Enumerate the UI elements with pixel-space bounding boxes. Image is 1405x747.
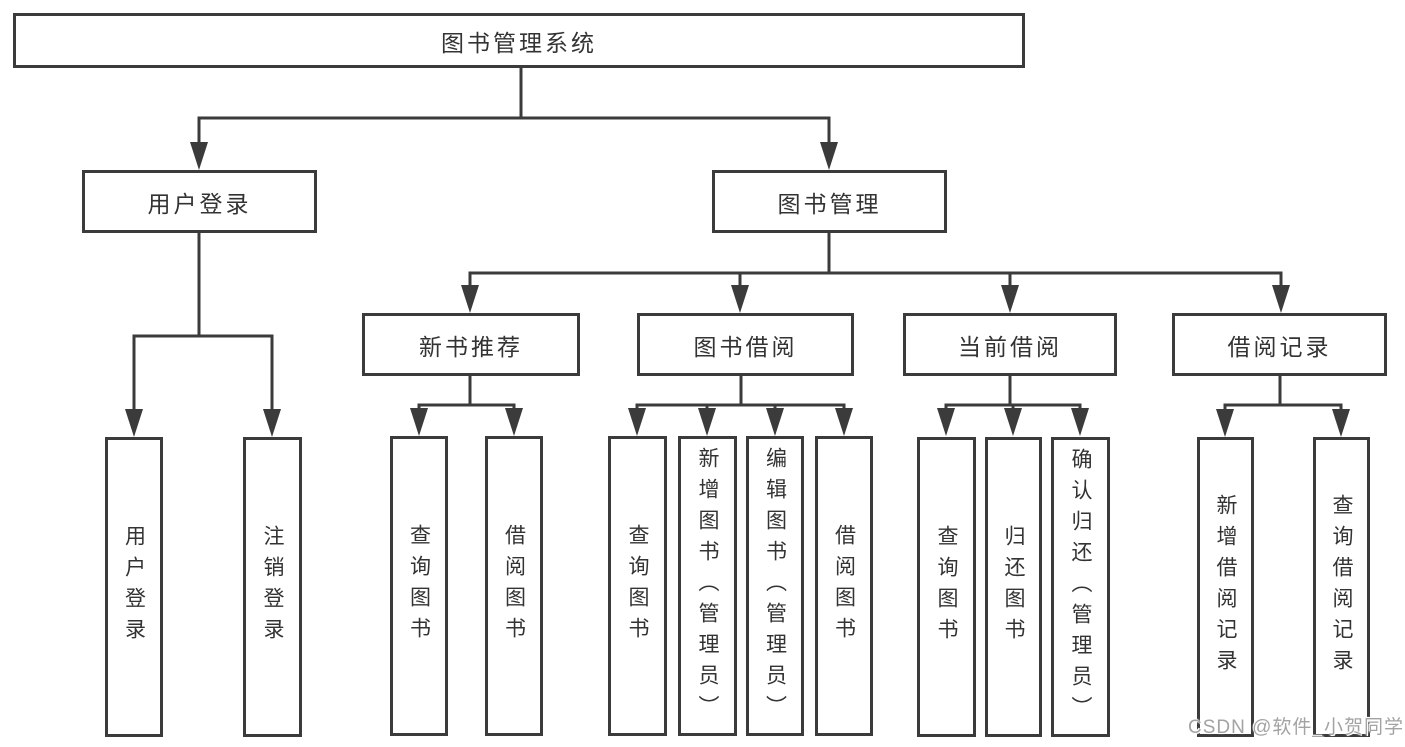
- node-add-borrow-record: 新增借阅记录: [1197, 437, 1254, 737]
- node-label: 新书推荐: [419, 333, 523, 360]
- connector: [197, 116, 831, 146]
- arrowhead: [1004, 408, 1022, 436]
- arrowhead: [937, 408, 955, 436]
- node-label: 查询图书: [407, 524, 431, 648]
- node-book-management: 图书管理: [712, 170, 947, 233]
- arrowhead: [766, 408, 784, 436]
- arrowhead: [835, 408, 853, 436]
- arrowhead: [1272, 285, 1290, 313]
- arrowhead: [125, 409, 143, 437]
- node-user-login-group: 用户登录: [82, 170, 317, 233]
- node-borrow-book-2: 借阅图书: [815, 436, 873, 736]
- node-label: 查询图书: [935, 525, 958, 649]
- node-label: 注销登录: [261, 525, 284, 649]
- node-label: 用户登录: [122, 525, 146, 649]
- arrowhead: [698, 408, 716, 436]
- arrowhead: [505, 408, 523, 436]
- arrowhead: [820, 142, 838, 170]
- connector: [468, 271, 1283, 288]
- node-label: 查询借阅记录: [1330, 494, 1353, 680]
- node-borrowing-records: 借阅记录: [1172, 313, 1387, 376]
- arrowhead: [1001, 285, 1019, 313]
- arrowheads: [125, 142, 1350, 437]
- node-logout: 注销登录: [243, 437, 302, 737]
- csdn-watermark: CSDN @软件_小贺同学: [1188, 717, 1404, 738]
- arrowhead: [1332, 409, 1350, 437]
- arrowhead: [731, 285, 749, 313]
- node-query-borrow-record: 查询借阅记录: [1313, 437, 1370, 737]
- node-current-borrowing: 当前借阅: [903, 313, 1117, 376]
- node-return-book: 归还图书: [985, 437, 1042, 737]
- node-confirm-return-admin: 确认归还（管理员）: [1051, 437, 1110, 737]
- node-label: 当前借阅: [958, 333, 1062, 360]
- node-label: 新增图书（管理员）: [696, 446, 719, 726]
- node-label: 图书借阅: [693, 333, 798, 360]
- node-label: 用户登录: [147, 190, 252, 217]
- node-query-book-2: 查询图书: [608, 436, 667, 736]
- node-book-borrowing: 图书借阅: [637, 313, 854, 376]
- arrowhead: [1071, 408, 1089, 436]
- arrowhead: [628, 408, 646, 436]
- arrowhead: [190, 142, 208, 170]
- node-label: 编辑图书（管理员）: [763, 446, 787, 726]
- node-label: 图书管理: [777, 190, 882, 217]
- connector: [635, 403, 846, 411]
- connector: [417, 403, 516, 411]
- node-label: 查询图书: [626, 524, 649, 648]
- node-add-book-admin: 新增图书（管理员）: [678, 436, 737, 736]
- connector: [132, 334, 274, 412]
- arrowhead: [461, 285, 479, 313]
- node-query-book-1: 查询图书: [390, 436, 448, 736]
- node-label: 新增借阅记录: [1214, 494, 1237, 680]
- node-borrow-book-1: 借阅图书: [485, 436, 543, 736]
- arrowhead: [410, 408, 428, 436]
- node-label: 确认归还（管理员）: [1069, 447, 1092, 727]
- node-label: 图书管理系统: [441, 29, 597, 56]
- node-label: 借阅图书: [832, 524, 856, 648]
- node-label: 归还图书: [1002, 525, 1025, 649]
- node-query-book-3: 查询图书: [917, 437, 976, 737]
- node-label: 借阅图书: [502, 524, 526, 648]
- arrowhead: [1216, 409, 1234, 437]
- arrowhead: [263, 409, 281, 437]
- node-user-login: 用户登录: [105, 437, 163, 737]
- node-edit-book-admin: 编辑图书（管理员）: [746, 436, 804, 736]
- connector: [1223, 403, 1343, 411]
- node-label: 借阅记录: [1227, 333, 1332, 360]
- node-library-management-system: 图书管理系统: [13, 13, 1025, 68]
- node-new-book-recommend: 新书推荐: [362, 313, 580, 376]
